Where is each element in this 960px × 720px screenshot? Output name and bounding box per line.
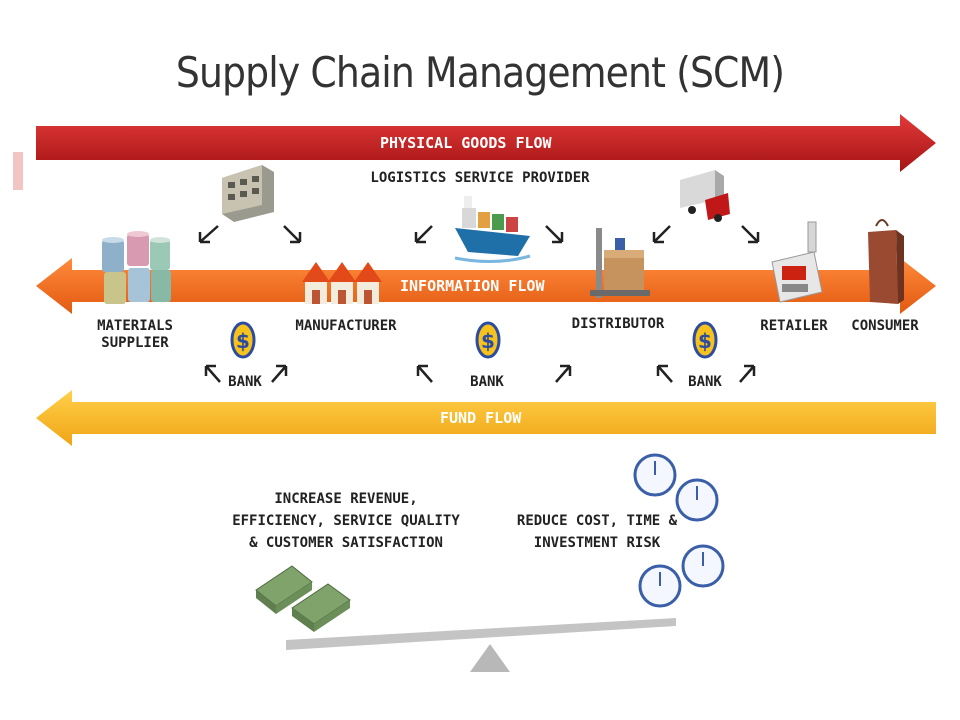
page-title: Supply Chain Management (SCM) bbox=[175, 48, 785, 97]
logistics-service-provider-label: LOGISTICS SERVICE PROVIDER bbox=[370, 170, 590, 186]
physical-goods-flow-arrow bbox=[36, 114, 936, 172]
distributor-forklift-icon bbox=[590, 228, 650, 298]
distributor-label: DISTRIBUTOR bbox=[571, 316, 665, 332]
money-stacks-icon bbox=[255, 565, 351, 632]
svg-text:$: $ bbox=[236, 329, 250, 353]
information-flow-label: INFORMATION FLOW bbox=[400, 277, 545, 295]
bank-label: BANK bbox=[470, 374, 504, 390]
warehouse-building-icon bbox=[222, 165, 274, 222]
bank-label: BANK bbox=[688, 374, 722, 390]
reduce-cost-text: REDUCE COST, TIME & INVESTMENT RISK bbox=[516, 513, 678, 551]
shopping-bag-icon bbox=[868, 219, 904, 304]
svg-text:$: $ bbox=[698, 329, 712, 353]
bank-label: BANK bbox=[228, 374, 262, 390]
retailer-label: RETAILER bbox=[760, 318, 828, 334]
svg-text:$: $ bbox=[481, 329, 495, 353]
manufacturer-houses-icon bbox=[302, 262, 382, 304]
materials-drums-icon bbox=[102, 231, 171, 304]
physical-goods-flow-label: PHYSICAL GOODS FLOW bbox=[380, 134, 552, 152]
manufacturer-label: MANUFACTURER bbox=[295, 318, 397, 334]
slide-accent-mark bbox=[13, 152, 23, 190]
clock-icon bbox=[633, 453, 677, 497]
balance-scale bbox=[286, 618, 676, 672]
consumer-label: CONSUMER bbox=[851, 318, 919, 334]
information-flow-arrow bbox=[36, 258, 936, 314]
fund-flow-arrow bbox=[36, 390, 936, 446]
fund-flow-label: FUND FLOW bbox=[440, 409, 522, 427]
cargo-ship-icon bbox=[454, 196, 531, 264]
materials-supplier-label: MATERIALS SUPPLIER bbox=[97, 318, 173, 351]
cash-register-icon bbox=[771, 221, 823, 303]
dollar-coin-icon: $ bbox=[475, 321, 501, 359]
connector-arrows bbox=[198, 225, 760, 383]
increase-revenue-text: INCREASE REVENUE, EFFICIENCY, SERVICE QU… bbox=[232, 491, 460, 551]
clock-icon bbox=[638, 564, 682, 608]
dollar-coin-icon: $ bbox=[692, 321, 718, 359]
dollar-coin-icon: $ bbox=[230, 321, 256, 359]
truck-icon bbox=[680, 170, 730, 222]
clock-icon bbox=[681, 544, 725, 588]
clock-icon bbox=[675, 478, 719, 522]
